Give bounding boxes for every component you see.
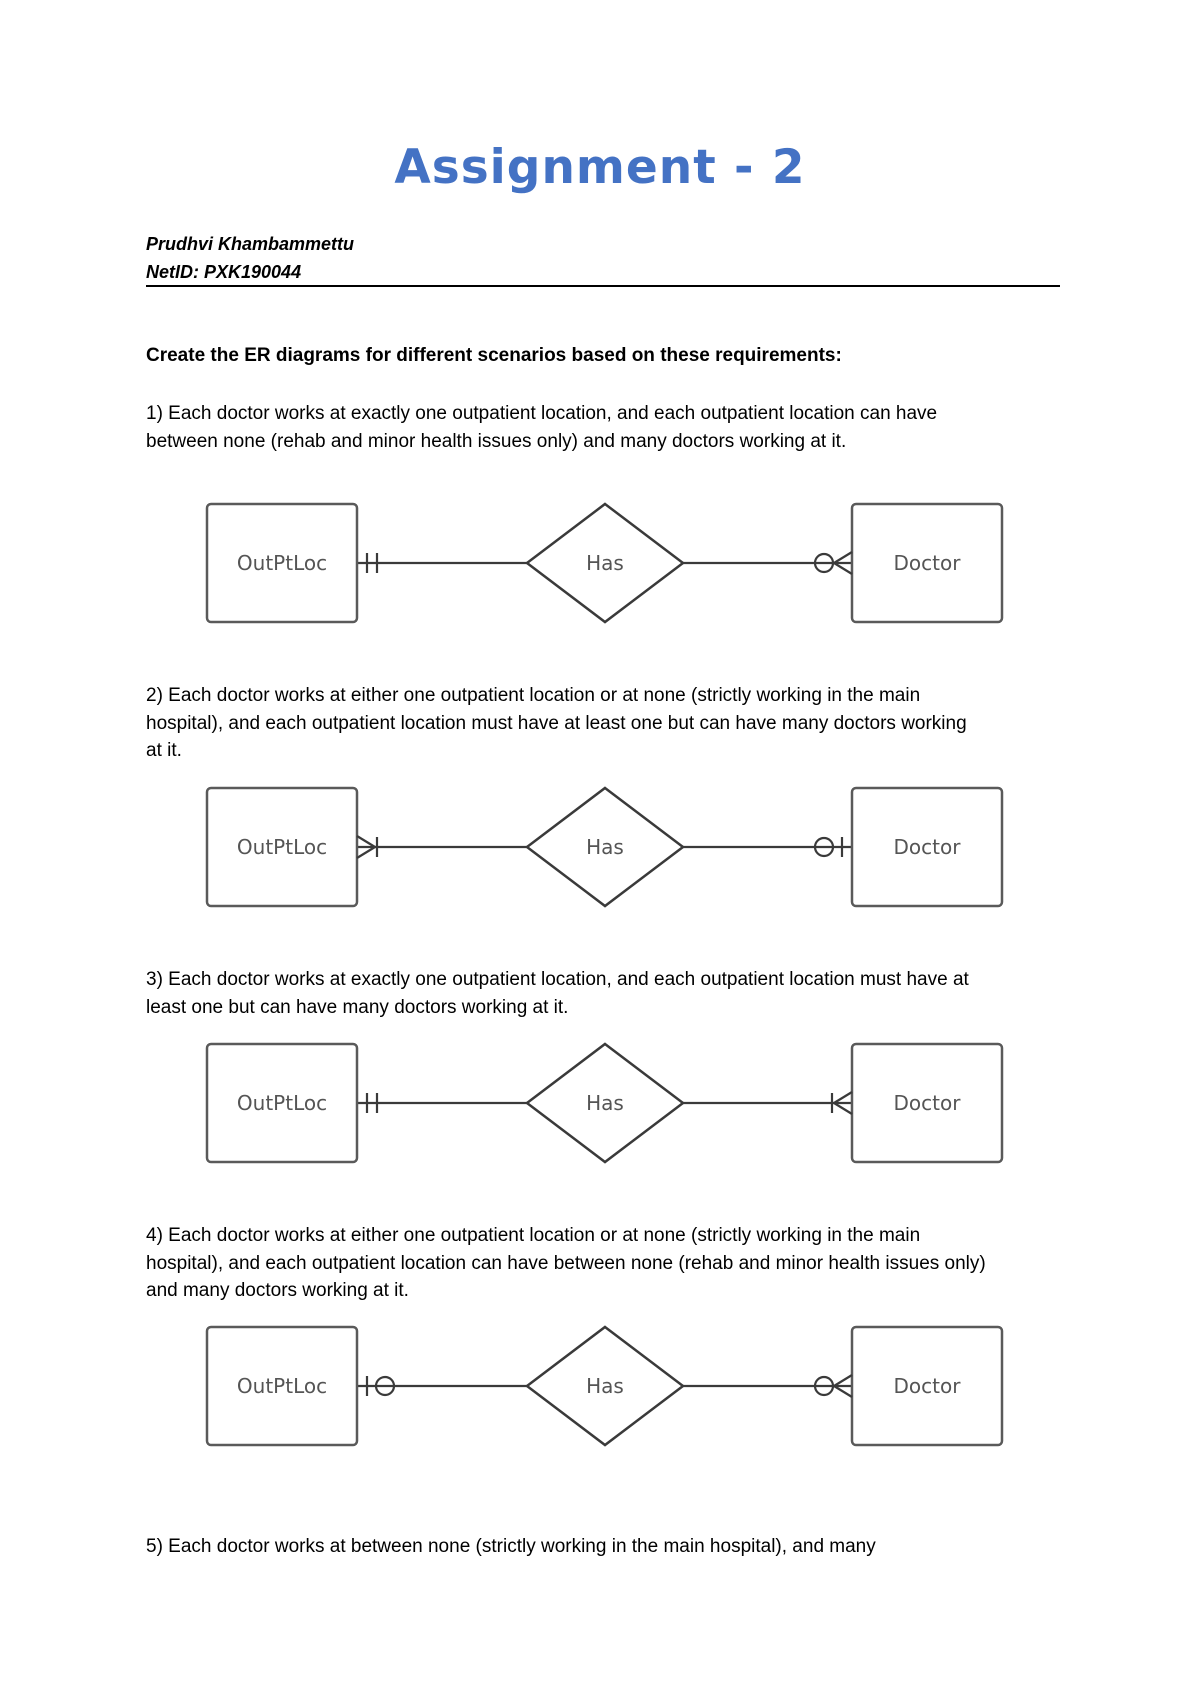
entity-label-left: OutPtLoc <box>237 551 327 575</box>
relationship-diamond <box>524 786 686 908</box>
crow-foot-upper <box>833 1091 853 1104</box>
entity-box-left <box>205 1042 359 1164</box>
requirement-text: Each doctor works at exactly one outpati… <box>146 403 938 452</box>
left-cardinality-exactly-one <box>365 553 379 573</box>
entity-box-right <box>850 502 1004 624</box>
right-cardinality-zero-or-many <box>813 551 853 575</box>
instruction-text: Create the ER diagrams for different sce… <box>146 345 842 366</box>
er-diagram-4: OutPtLoc Has Doctor <box>205 1325 1004 1447</box>
entity-box-left <box>205 502 359 624</box>
er-diagram-3: OutPtLoc Has Doctor <box>205 1042 1004 1164</box>
entity-box-right <box>850 1325 1004 1447</box>
left-cardinality-one-or-many <box>356 835 379 859</box>
entity-box-left <box>205 786 359 908</box>
entity-box-left <box>205 1325 359 1447</box>
relationship-label: Has <box>586 551 624 575</box>
entity-box-right <box>850 1042 1004 1164</box>
er-diagram-2: OutPtLoc Has Doctor <box>205 786 1004 908</box>
requirement-4: 4) Each doctor works at either one outpa… <box>146 1222 986 1305</box>
requirement-number: 2) <box>146 685 163 706</box>
cardinality-circle <box>813 1375 835 1397</box>
crow-foot-upper <box>833 551 853 564</box>
cardinality-circle <box>374 1375 396 1397</box>
entity-label-right: Doctor <box>894 1374 962 1398</box>
requirement-text: Each doctor works at either one outpatie… <box>146 685 967 761</box>
page-title: Assignment - 2 <box>394 140 806 195</box>
crow-foot-lower <box>833 1385 853 1398</box>
right-cardinality-one-or-many <box>830 1091 853 1115</box>
relationship-label: Has <box>586 1091 624 1115</box>
left-cardinality-zero-or-one <box>365 1375 396 1397</box>
entity-label-right: Doctor <box>894 1091 962 1115</box>
crow-foot-lower <box>833 562 853 575</box>
requirement-text: Each doctor works at exactly one outpati… <box>146 969 969 1018</box>
requirement-number: 4) <box>146 1225 163 1246</box>
cardinality-circle <box>813 552 835 574</box>
relationship-label: Has <box>586 835 624 859</box>
crow-foot-upper <box>833 1374 853 1387</box>
left-cardinality-exactly-one <box>365 1093 379 1113</box>
entity-label-right: Doctor <box>894 551 962 575</box>
requirement-number: 3) <box>146 969 163 990</box>
crow-foot-lower <box>833 1102 853 1115</box>
entity-box-right <box>850 786 1004 908</box>
relationship-label: Has <box>586 1374 624 1398</box>
requirement-2: 2) Each doctor works at either one outpa… <box>146 682 986 765</box>
relationship-diamond <box>524 502 686 624</box>
er-diagram-1: OutPtLoc Has Doctor <box>205 502 1004 624</box>
entity-label-right: Doctor <box>894 835 962 859</box>
entity-label-left: OutPtLoc <box>237 1374 327 1398</box>
author-name: Prudhvi Khambammettu <box>146 234 355 254</box>
requirement-text: Each doctor works at between none (stric… <box>162 1536 876 1557</box>
header-divider <box>146 285 1060 287</box>
crow-foot-lower <box>356 846 376 859</box>
relationship-diamond <box>524 1325 686 1447</box>
entity-label-left: OutPtLoc <box>237 835 327 859</box>
author-netid: NetID: PXK190044 <box>146 262 302 282</box>
cardinality-circle <box>813 836 835 858</box>
requirement-number: 1) <box>146 403 163 424</box>
requirement-1: 1) Each doctor works at exactly one outp… <box>146 400 986 455</box>
relationship-diamond <box>524 1042 686 1164</box>
right-cardinality-zero-or-one <box>813 836 844 858</box>
requirement-number: 5) <box>146 1536 163 1557</box>
requirement-text: Each doctor works at either one outpatie… <box>146 1225 986 1301</box>
crow-foot-upper <box>356 835 376 848</box>
right-cardinality-zero-or-many <box>813 1374 853 1398</box>
entity-label-left: OutPtLoc <box>237 1091 327 1115</box>
requirement-3: 3) Each doctor works at exactly one outp… <box>146 966 986 1021</box>
requirement-5: 5) Each doctor works at between none (st… <box>146 1533 986 1561</box>
